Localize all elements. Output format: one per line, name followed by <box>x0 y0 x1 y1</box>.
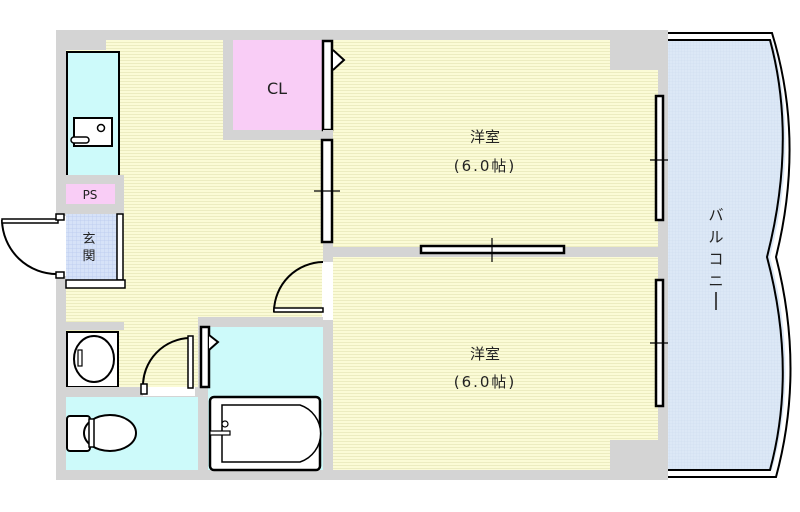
closet-label: CL <box>267 79 287 98</box>
balcony-label-2: ル <box>708 228 723 246</box>
window <box>654 94 665 222</box>
pipe-space-label: PS <box>83 188 98 202</box>
corner-block <box>610 440 658 470</box>
balcony-label-1: バ <box>708 206 723 224</box>
corner-block <box>610 40 658 70</box>
closet <box>233 40 323 130</box>
toilet-door-swing <box>141 337 191 388</box>
kitchen-counter <box>66 51 120 177</box>
balcony-railing <box>668 32 792 478</box>
room-2-name: 洋室 <box>470 345 500 363</box>
entrance-door-swing <box>1 219 59 276</box>
toilet-icon <box>66 414 137 452</box>
balcony-label-3: コ <box>708 250 723 268</box>
bath-door <box>199 325 211 389</box>
room-2-floor <box>333 257 658 470</box>
door-marker <box>332 49 346 71</box>
entrance-label-2: 関 <box>82 249 95 264</box>
balcony-label-4: ニ <box>708 272 723 290</box>
balcony <box>668 40 786 470</box>
entrance-door <box>1 218 59 224</box>
entrance-label-1: 玄 <box>82 232 95 247</box>
room-1-name: 洋室 <box>470 128 500 146</box>
wall-segment <box>66 40 106 50</box>
pipe-space <box>66 184 115 204</box>
closet-door <box>321 39 334 132</box>
room-2-size: (6.0帖) <box>454 373 517 391</box>
room-1-size: (6.0帖) <box>454 157 517 175</box>
entrance <box>66 214 118 282</box>
room-1-floor <box>333 40 658 247</box>
bathtub-icon <box>208 395 322 472</box>
room-door-swing <box>272 261 324 312</box>
